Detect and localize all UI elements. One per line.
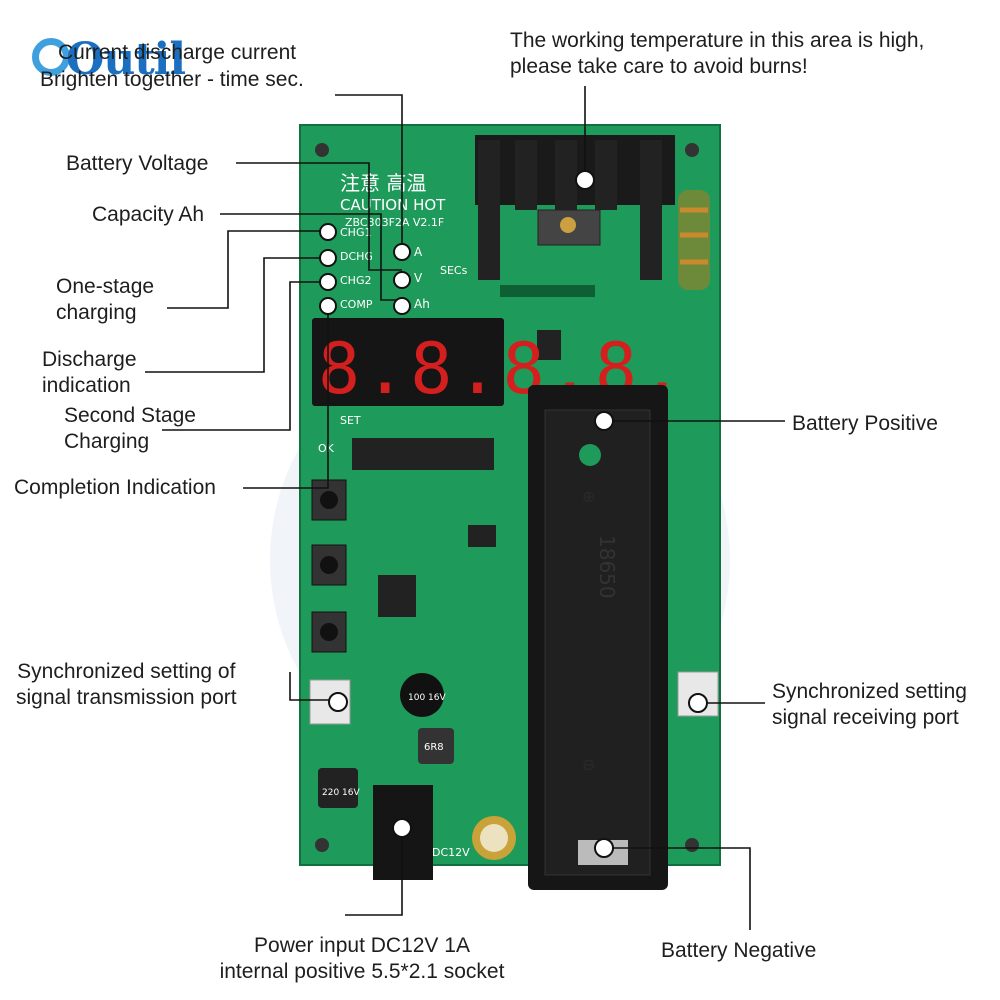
driver-ic — [422, 438, 494, 470]
svg-text:6R8: 6R8 — [424, 742, 444, 753]
indicator-label-a: A — [414, 245, 423, 259]
svg-text:⊕: ⊕ — [582, 487, 595, 506]
mounting-hole — [315, 143, 329, 157]
callout-brighten-time: Brighten together - time sec. — [40, 68, 304, 91]
marker-current — [393, 243, 411, 261]
brand-logo: Outil — [30, 34, 200, 90]
marker-rx-port — [688, 693, 708, 713]
svg-text:⊖: ⊖ — [582, 755, 595, 774]
svg-text:220 16V: 220 16V — [322, 788, 360, 798]
indicator-label-comp: COMP — [340, 298, 373, 311]
callout-temperature-warning: The working temperature in this area is … — [510, 29, 925, 78]
set-label: SET — [340, 414, 361, 427]
callout-power-input: Power input DC12V 1A internal positive 5… — [219, 934, 505, 983]
callout-battery-voltage: Battery Voltage — [66, 152, 209, 175]
logo-wordmark: Outil — [66, 34, 186, 85]
logo-ring-icon — [32, 38, 70, 76]
heatsink — [475, 135, 675, 280]
battery-holder: ⊕ 18650 ⊖ — [528, 385, 668, 890]
callout-discharge-indication: Discharge indication — [42, 348, 137, 397]
marker-capacity — [393, 297, 411, 315]
indicator-label-chg2: CHG2 — [340, 274, 371, 287]
indicator-label-ah: Ah — [414, 297, 430, 311]
shunt-resistor — [537, 330, 561, 360]
svg-text:18650: 18650 — [595, 535, 619, 599]
inductor — [418, 728, 454, 764]
marker-battery-positive — [594, 411, 614, 431]
callout-completion-indication: Completion Indication — [14, 476, 216, 499]
indicator-label-chg1: CHG1 — [340, 226, 371, 239]
marker-dchg — [319, 249, 337, 267]
seven-segment-display: 8.8.8.8. — [312, 318, 683, 410]
marker-voltage — [393, 271, 411, 289]
warning-en: CAUTION HOT — [340, 196, 446, 214]
callout-sync-transmission: Synchronized setting of signal transmiss… — [16, 660, 237, 709]
marker-power-input — [392, 818, 412, 838]
indicator-label-v: V — [414, 271, 423, 285]
callout-one-stage-charging: One-stage charging — [56, 275, 155, 324]
marker-battery-negative — [594, 838, 614, 858]
capacitor-100uf: 100 16V — [400, 673, 446, 717]
ok-label: OK — [318, 442, 335, 455]
callout-battery-positive: Battery Positive — [792, 412, 938, 435]
power-resistor — [678, 190, 710, 290]
warning-cn: 注意 高温 — [340, 171, 426, 195]
marker-tx-port — [328, 692, 348, 712]
mounting-hole — [685, 143, 699, 157]
microcontroller — [378, 575, 416, 617]
driver-ic — [352, 438, 424, 470]
svg-text:100 16V: 100 16V — [408, 693, 446, 703]
callout-battery-negative: Battery Negative — [661, 939, 817, 962]
callout-second-stage-charging: Second Stage Charging — [64, 404, 196, 453]
marker-comp — [319, 297, 337, 315]
callout-sync-receiving: Synchronized setting signal receiving po… — [772, 680, 967, 729]
board-model: ZBC303F2A V2.1F — [345, 216, 444, 229]
marker-chg2 — [319, 273, 337, 291]
svg-text:DC12V: DC12V — [432, 846, 470, 859]
marker-heatsink — [575, 170, 595, 190]
callout-discharge-current: Current discharge current — [58, 41, 297, 64]
silk-pad — [500, 285, 595, 297]
capacitor-220uf: 220 16V — [318, 768, 360, 808]
marker-chg1 — [319, 223, 337, 241]
indicator-label-dchg: DCHG — [340, 250, 373, 263]
small-ic — [468, 525, 496, 547]
mounting-hole — [315, 838, 329, 852]
indicator-labels-right: AV Ah — [414, 245, 430, 311]
secs-label: SECs — [440, 264, 468, 277]
callout-capacity: Capacity Ah — [92, 203, 205, 226]
